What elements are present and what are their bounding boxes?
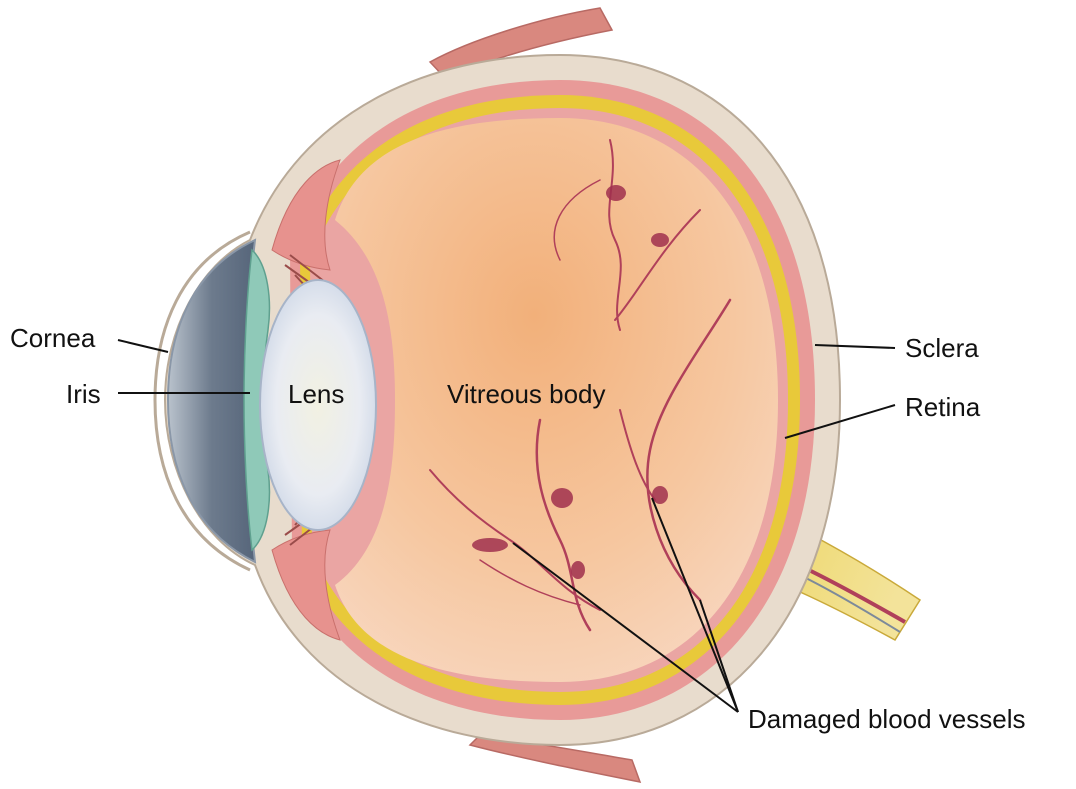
vitreous-label: Vitreous body	[447, 379, 606, 409]
lens-label: Lens	[288, 379, 344, 409]
cornea-label: Cornea	[10, 323, 96, 353]
damaged-blood-vessels-label: Damaged blood vessels	[748, 704, 1026, 734]
iris-label: Iris	[66, 379, 101, 409]
retina-label: Retina	[905, 392, 981, 422]
cornea	[168, 240, 255, 562]
sclera-label: Sclera	[905, 333, 979, 363]
